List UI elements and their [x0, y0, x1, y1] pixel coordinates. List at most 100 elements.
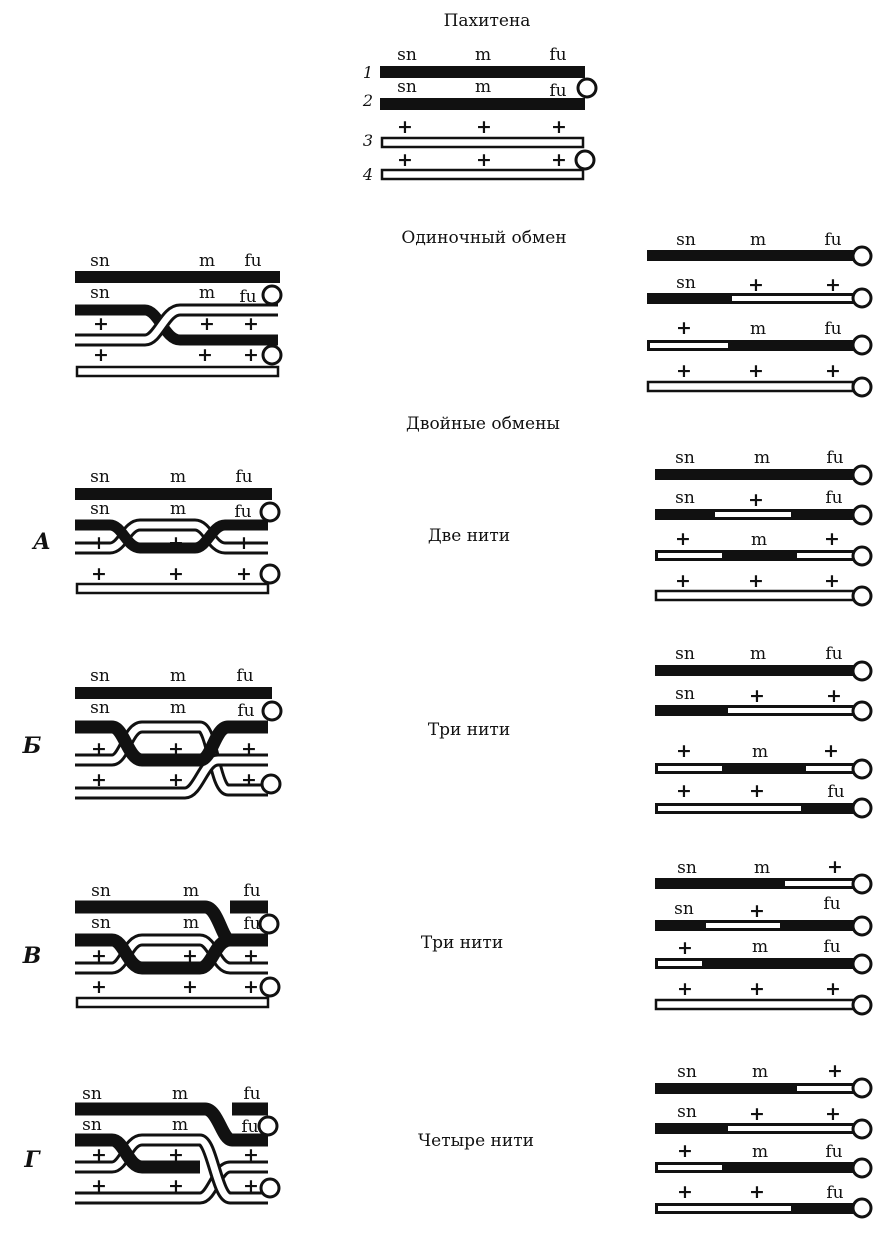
- chromatid-3: [380, 136, 585, 149]
- gene-label-sn: sn: [677, 1062, 697, 1082]
- gene-label-fu: fu: [244, 251, 261, 271]
- plus-allele: +: [243, 313, 259, 335]
- plus-allele: +: [677, 1140, 693, 1162]
- chromatid-4: [75, 365, 280, 378]
- chromatid-1: [380, 66, 585, 78]
- gene-label-sn: sn: [675, 488, 695, 508]
- single-exchange-products: sn m fu sn + + + m fu + + +: [646, 230, 873, 398]
- centromere: [851, 585, 873, 607]
- gene-label-m: m: [754, 448, 770, 468]
- gene-label-m: m: [183, 913, 199, 933]
- gene-label-m: m: [475, 77, 491, 97]
- single-exchange-bivalent: sn m fu sn m fu + + + + + +: [75, 251, 283, 378]
- chromatid-4-crossover: [75, 756, 268, 797]
- gene-label-fu: fu: [826, 1183, 843, 1203]
- centromere: [851, 464, 873, 486]
- chromatid-number-4: 4: [362, 165, 373, 184]
- centromere: [851, 545, 873, 567]
- panel-b: Б Три нити sn m fu sn m fu + + + + + +: [22, 666, 510, 800]
- product-chromatid: [654, 589, 856, 602]
- centromere: [257, 1115, 279, 1137]
- plus-allele: +: [91, 769, 107, 791]
- centromere: [851, 1118, 873, 1140]
- gene-label-fu: fu: [549, 81, 566, 101]
- plus-allele: +: [243, 344, 259, 366]
- pachytene-group: sn m fu 1 sn m fu 2 + + + 3 + + + 4: [362, 45, 598, 184]
- chromatid-2-crossover: [75, 1133, 200, 1174]
- centromere: [259, 501, 281, 523]
- plus-allele: +: [675, 528, 691, 550]
- gene-label-fu: fu: [824, 319, 841, 339]
- gene-label-sn: sn: [82, 1084, 102, 1104]
- plus-allele: +: [676, 780, 692, 802]
- chromatid-1-crossover: [75, 900, 268, 947]
- plus-allele: +: [476, 149, 492, 171]
- gene-label-sn: sn: [674, 899, 694, 919]
- gene-label-fu: fu: [241, 1117, 258, 1137]
- product-chromatid: [655, 878, 855, 889]
- plus-allele: +: [825, 360, 841, 382]
- centromere: [259, 563, 281, 585]
- plus-allele: +: [825, 1103, 841, 1125]
- chromatid-3-crossover-white: [75, 306, 278, 344]
- plus-allele: +: [749, 978, 765, 1000]
- centromere: [851, 873, 873, 895]
- gene-label-fu: fu: [549, 45, 566, 65]
- pachytene-title: Пахитена: [444, 11, 531, 31]
- centromere: [851, 1157, 873, 1179]
- panel-a: А Две нити sn m fu sn m fu + + + + + +: [31, 467, 510, 595]
- plus-allele: +: [825, 978, 841, 1000]
- gene-label-fu: fu: [243, 914, 260, 934]
- gene-label-fu: fu: [825, 488, 842, 508]
- gene-label-m: m: [199, 251, 215, 271]
- centromere: [261, 284, 283, 306]
- plus-allele: +: [826, 685, 842, 707]
- gene-label-m: m: [170, 666, 186, 686]
- centromere: [259, 976, 281, 998]
- gene-label-m: m: [751, 530, 767, 550]
- gene-label-fu: fu: [243, 881, 260, 901]
- panel-d: Г Четыре нити sn m fu sn m fu + + + + + …: [23, 1084, 534, 1205]
- gene-label-sn: sn: [675, 644, 695, 664]
- gene-label-m: m: [750, 230, 766, 250]
- plus-allele: +: [827, 1060, 843, 1082]
- product-chromatid-white-segment: [732, 296, 852, 301]
- chromatid-2-double-crossover: [75, 720, 268, 767]
- plus-allele: +: [824, 528, 840, 550]
- chromatid-4: [380, 168, 585, 181]
- plus-allele: +: [93, 313, 109, 335]
- plus-allele: +: [197, 344, 213, 366]
- single-exchange-title: Одиночный обмен: [401, 228, 566, 248]
- double-exchange-title: Двойные обмены: [406, 414, 560, 434]
- product-chromatid-white-segment: [806, 766, 853, 771]
- centromere: [851, 334, 873, 356]
- product-chromatid-white-segment: [658, 961, 702, 966]
- gene-label-m: m: [754, 858, 770, 878]
- plus-allele: +: [749, 1181, 765, 1203]
- chromatid-3-crossover: [75, 723, 268, 794]
- plus-allele: +: [749, 685, 765, 707]
- product-chromatid: [655, 665, 855, 676]
- chromatid-3-crossover: [75, 936, 268, 972]
- plus-allele: +: [676, 317, 692, 339]
- centromere: [851, 700, 873, 722]
- centromere: [259, 1177, 281, 1199]
- product-chromatid: [654, 998, 856, 1011]
- gene-label-fu: fu: [237, 701, 254, 721]
- plus-allele: +: [182, 945, 198, 967]
- centromere: [576, 77, 598, 99]
- gene-label-m: m: [752, 1142, 768, 1162]
- plus-allele: +: [827, 856, 843, 878]
- centromere: [851, 797, 873, 819]
- gene-label-fu: fu: [825, 1142, 842, 1162]
- centromere: [851, 1077, 873, 1099]
- chromatid-2-double-crossover: [75, 519, 268, 554]
- panel-a-products: sn m fu sn + fu + m + + + +: [654, 448, 873, 607]
- product-chromatid: [655, 469, 855, 480]
- plus-allele: +: [677, 937, 693, 959]
- gene-label-m: m: [752, 1062, 768, 1082]
- gene-label-sn: sn: [91, 913, 111, 933]
- gene-label-sn: sn: [90, 666, 110, 686]
- plus-allele: +: [91, 1144, 107, 1166]
